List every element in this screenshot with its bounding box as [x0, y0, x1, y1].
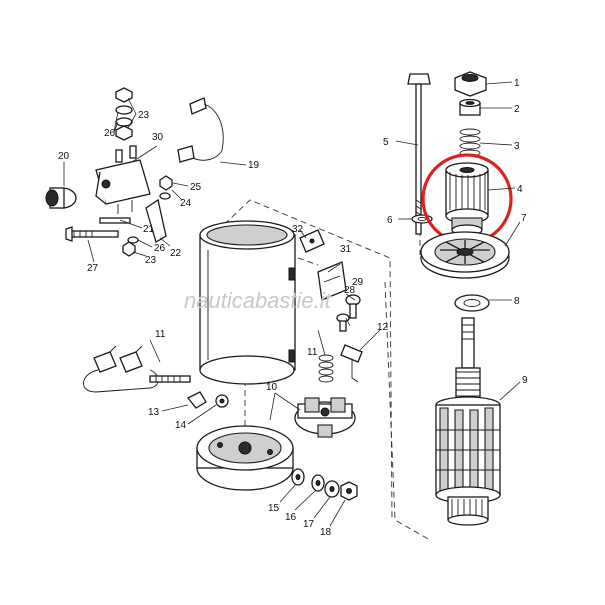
bolt-27 [65, 226, 119, 242]
terminal-hardware [291, 468, 358, 501]
callout-13: 13 [148, 407, 160, 418]
callout-25: 25 [190, 182, 202, 193]
callout-24: 24 [180, 198, 192, 209]
callout-6: 6 [387, 215, 393, 226]
callout-10: 10 [266, 382, 278, 393]
through-bolt [407, 73, 431, 235]
callout-32: 32 [292, 224, 304, 235]
callout-15: 15 [268, 503, 280, 514]
callout-9: 9 [522, 375, 528, 386]
thrust-washer [454, 294, 490, 312]
cable-19 [177, 97, 224, 163]
clip-32 [299, 229, 325, 253]
screw-28 [336, 313, 350, 332]
screw-21 [99, 217, 131, 224]
callout-2: 2 [514, 104, 520, 115]
washer-25 [159, 175, 173, 191]
drive-assembly [407, 71, 513, 312]
callout-12: 12 [377, 322, 389, 333]
callout-20: 20 [58, 151, 70, 162]
callout-labels: 1 2 3 4 5 6 7 8 9 10 11 11 12 13 14 15 1… [58, 78, 528, 538]
rubber-boot [45, 187, 77, 209]
nut-23-lower [122, 241, 136, 257]
spring-11 [318, 354, 334, 383]
callout-14: 14 [175, 420, 187, 431]
callout-28: 28 [344, 285, 356, 296]
lock-washer [311, 474, 325, 492]
callout-5: 5 [383, 137, 389, 148]
leader-lines [63, 81, 521, 527]
brushes-with-leads [83, 345, 159, 393]
screw-29 [345, 294, 361, 319]
spacer-washer [459, 98, 481, 116]
lead-12 [340, 344, 363, 383]
pinion-drive-gear [445, 162, 489, 236]
terminal-nut [340, 481, 358, 501]
callout-11-spring: 11 [307, 347, 318, 358]
flat-washer [324, 480, 340, 498]
insulator-washer [291, 468, 305, 486]
callout-21: 21 [143, 224, 155, 235]
solenoid-nuts-stack [115, 87, 133, 141]
callout-8: 8 [514, 296, 520, 307]
callout-23-bottom: 23 [145, 255, 157, 266]
watermark-text: nauticabastie.it [184, 288, 332, 313]
callout-29: 29 [352, 277, 364, 288]
callout-27: 27 [87, 263, 99, 274]
solenoid-assembly [45, 87, 173, 257]
callout-1: 1 [514, 78, 520, 89]
callout-11-brushes: 11 [155, 329, 166, 340]
end-cap-plate [420, 231, 510, 279]
callout-23-top: 23 [138, 110, 150, 121]
callout-17: 17 [303, 519, 315, 530]
callout-26-top: 26 [104, 128, 116, 139]
callout-18: 18 [320, 527, 332, 538]
solenoid-body [95, 145, 151, 214]
callout-16: 16 [285, 512, 297, 523]
bracket-31 [317, 261, 347, 301]
armature [435, 317, 501, 526]
washer-24 [159, 192, 171, 200]
field-frame-housing [199, 220, 296, 385]
spring [459, 128, 481, 157]
commutator-end-housing [196, 425, 294, 491]
callout-30: 30 [152, 132, 164, 143]
callout-26-bottom: 26 [154, 243, 166, 254]
stud-washer [186, 391, 229, 409]
callout-31: 31 [340, 244, 352, 255]
terminal-stud [149, 375, 191, 383]
callout-3: 3 [514, 141, 520, 152]
brush-plate [294, 397, 356, 438]
callout-7: 7 [521, 213, 527, 224]
nut [454, 71, 487, 97]
callout-22: 22 [170, 248, 182, 259]
callout-19: 19 [248, 160, 260, 171]
bracket-22 [145, 198, 167, 243]
callout-4: 4 [517, 184, 523, 195]
